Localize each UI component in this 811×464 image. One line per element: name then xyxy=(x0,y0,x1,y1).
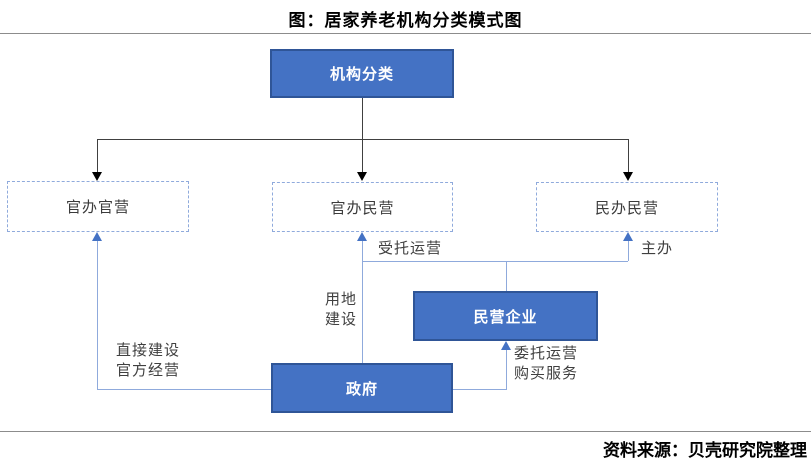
arrowhead-up-to-cat1-icon xyxy=(92,232,102,241)
connector-gov-to-private-horizontal xyxy=(453,389,506,390)
tree-line-mid-vertical xyxy=(362,139,363,173)
node-gov-run-private-operated: 官办民营 xyxy=(272,182,453,232)
tree-line-horizontal xyxy=(97,139,629,140)
top-divider xyxy=(0,33,811,34)
edge-label-direct-build-official-operate: 直接建设 官方经营 xyxy=(116,342,181,379)
page-title: 图：居家养老机构分类模式图 xyxy=(288,11,523,30)
edge-label-host: 主办 xyxy=(641,240,674,257)
arrowhead-up-to-cat3-icon xyxy=(623,232,633,241)
node-private-enterprise: 民营企业 xyxy=(413,291,598,341)
node-private-run-private-operated: 民办民营 xyxy=(536,182,718,232)
connector-branch-to-private-vertical xyxy=(506,261,507,291)
arrowhead-down-to-cat3-icon xyxy=(623,172,633,181)
bottom-divider xyxy=(0,431,811,432)
node-label: 官办官营 xyxy=(65,199,130,216)
arrowhead-down-to-cat2-icon xyxy=(357,172,367,181)
node-government: 政府 xyxy=(271,363,453,413)
tree-line-right-vertical xyxy=(628,139,629,173)
data-source-note: 资料来源：贝壳研究院整理 xyxy=(603,441,807,460)
edge-label-land-construction: 用地 建设 xyxy=(325,291,358,328)
arrowhead-down-to-cat1-icon xyxy=(92,172,102,181)
edge-label-entrusted-operation: 受托运营 xyxy=(378,240,443,257)
tree-line-left-vertical xyxy=(97,139,98,173)
tree-line-root-vertical xyxy=(362,98,363,139)
node-label: 民营企业 xyxy=(473,308,538,326)
arrowhead-up-to-private-icon xyxy=(501,341,511,350)
connector-gov-to-cat1-vertical xyxy=(97,241,98,390)
connector-private-to-cat3-vertical xyxy=(628,241,629,261)
node-label: 政府 xyxy=(345,380,378,398)
node-label: 机构分类 xyxy=(329,66,394,83)
node-institution-classification: 机构分类 xyxy=(270,49,454,98)
connector-gov-to-private-vertical xyxy=(506,350,507,390)
node-label: 官办民营 xyxy=(330,199,395,217)
node-label: 民办民营 xyxy=(594,199,659,217)
node-gov-run-gov-operated: 官办官营 xyxy=(7,181,189,232)
connector-private-branch-horizontal xyxy=(362,261,628,262)
arrowhead-up-to-cat2-icon xyxy=(357,232,367,241)
connector-gov-to-cat2-vertical xyxy=(362,241,363,363)
edge-label-commission-operate-purchase: 委托运营 购买服务 xyxy=(514,345,579,382)
connector-gov-to-cat1-horizontal xyxy=(97,389,271,390)
